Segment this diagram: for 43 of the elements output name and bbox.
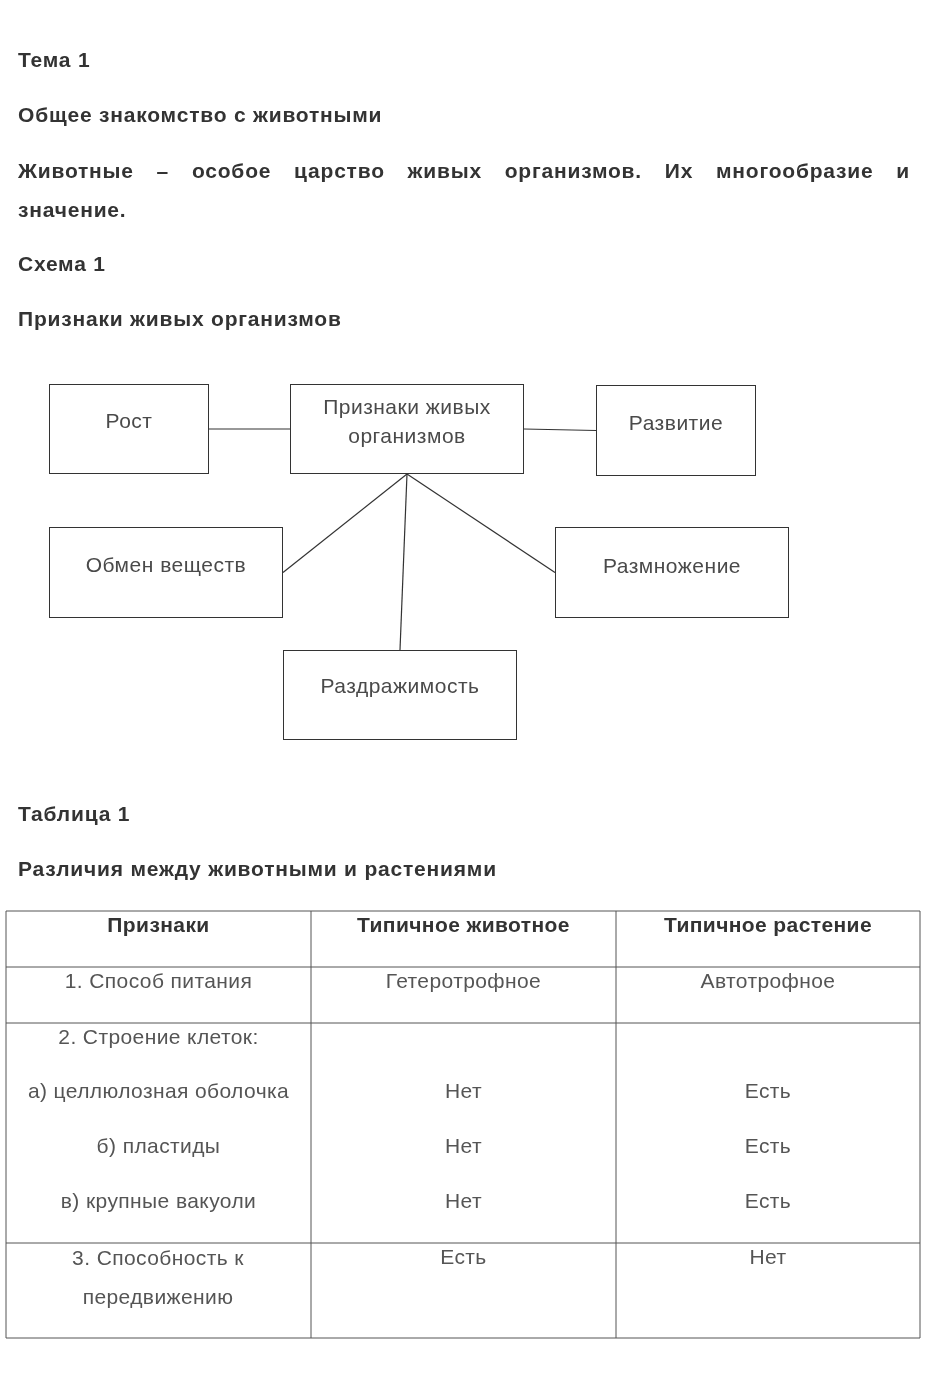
column-header: Типичное растение bbox=[663, 913, 873, 937]
table-title: Различия между животными и растениями bbox=[18, 857, 497, 881]
concept-box bbox=[49, 527, 283, 618]
table-value: Автотрофное bbox=[699, 969, 837, 993]
table-number: Таблица 1 bbox=[18, 802, 131, 826]
table-value: Есть bbox=[743, 1079, 793, 1103]
connector-line bbox=[208, 428, 291, 430]
table-value: Есть bbox=[743, 1134, 793, 1158]
table-value: Гетеротрофное bbox=[384, 969, 543, 993]
concept-label: Раздражимость bbox=[320, 673, 480, 699]
table-value: Нет bbox=[444, 1079, 483, 1103]
concept-box bbox=[49, 384, 209, 474]
concept-label: Развитие bbox=[628, 410, 724, 436]
table-value: Есть bbox=[743, 1189, 793, 1213]
connector-line bbox=[406, 473, 556, 574]
scheme-title: Признаки живых организмов bbox=[18, 307, 342, 331]
column-header: Признаки bbox=[106, 913, 211, 937]
connector-line bbox=[523, 428, 597, 432]
row-heading: 1. Способ питания bbox=[63, 969, 254, 993]
row-heading: 3. Способность к передвижению bbox=[71, 1245, 245, 1310]
table-value: Нет bbox=[444, 1189, 483, 1213]
concept-box bbox=[283, 650, 517, 740]
concept-box bbox=[555, 527, 789, 618]
concept-box bbox=[290, 384, 524, 474]
row-heading: б) пластиды bbox=[95, 1134, 222, 1158]
row-heading: а) целлюлозная оболочка bbox=[26, 1079, 291, 1103]
concept-label: Признаки живых организмов bbox=[322, 394, 492, 449]
connector-line bbox=[399, 473, 408, 651]
concept-box bbox=[596, 385, 756, 476]
concept-label: Размножение bbox=[602, 553, 742, 579]
table-value: Нет bbox=[748, 1245, 788, 1269]
table-value: Есть bbox=[439, 1245, 488, 1269]
table-value: Нет bbox=[444, 1134, 483, 1158]
connector-line bbox=[282, 473, 408, 574]
row-heading: 2. Строение клеток: bbox=[57, 1025, 260, 1049]
row-heading: в) крупные вакуоли bbox=[59, 1189, 258, 1213]
intro-paragraph: Животные – особое царство живых организмов. Их многообразие и значение. bbox=[18, 158, 910, 223]
column-header: Типичное животное bbox=[356, 913, 571, 937]
scheme-number: Схема 1 bbox=[18, 252, 106, 276]
subtopic-heading: Общее знакомство с животными bbox=[18, 103, 383, 127]
topic-heading: Тема 1 bbox=[18, 48, 91, 72]
concept-label: Рост bbox=[105, 408, 153, 434]
concept-label: Обмен веществ bbox=[85, 552, 247, 578]
